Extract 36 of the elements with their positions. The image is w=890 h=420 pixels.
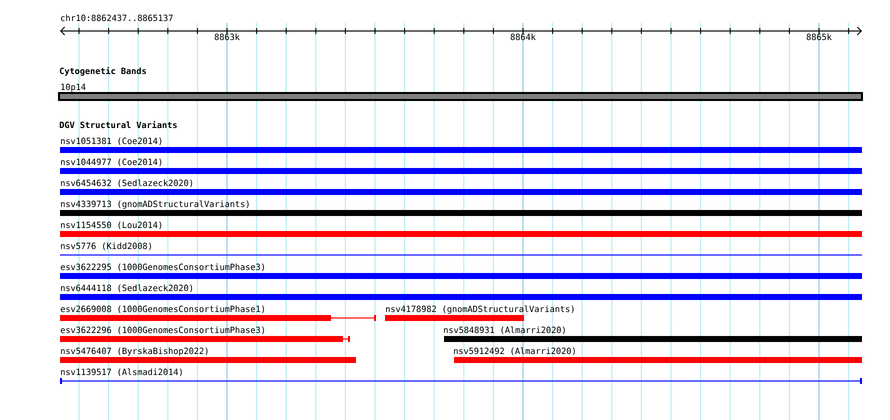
node-label: nsv6454632 (Sedlazeck2020) (61, 179, 192, 188)
variant-feature: nsv4178982 (gnomADStructuralVariants) (385, 305, 574, 321)
track-title: DGV Structural Variants (60, 121, 177, 128)
tick-label: 8863k (214, 34, 240, 40)
variant-feature: nsv6444118 (Sedlazeck2020) (60, 284, 862, 300)
node-label: nsv4178982 (gnomADStructuralVariants) (386, 305, 574, 314)
node-label: nsv5476407 (ByrskaBishop2022) (61, 348, 208, 356)
variant-feature: nsv5476407 (ByrskaBishop2022) (60, 348, 356, 363)
variant-feature: nsv1139517 (Alsmadi2014) (60, 368, 862, 384)
variant-feature: nsv5776 (Kidd2008) (60, 242, 862, 256)
variant-feature: nsv4339713 (gnomADStructuralVariants) (60, 200, 862, 216)
variant-feature: nsv5848931 (Almarri2020) (444, 326, 862, 342)
node-label: nsv4339713 (gnomADStructuralVariants) (61, 200, 249, 209)
node-label: esv3622296 (1000GenomesConsortiumPhase3) (60, 326, 264, 334)
variant-feature: nsv6454632 (Sedlazeck2020) (60, 179, 862, 195)
tick-label: 8864k (510, 34, 536, 40)
node-label: nsv1044977 (Coe2014) (61, 158, 162, 166)
node-label: esv3622295 (1000GenomesConsortiumPhase3) (60, 264, 264, 272)
node-label: nsv5848931 (Almarri2020) (444, 326, 565, 334)
variant-feature: nsv5912492 (Almarri2020) (454, 347, 862, 363)
region-label: chr10:8862437..8865137 (61, 14, 173, 22)
variant-feature: esv3622296 (1000GenomesConsortiumPhase3) (60, 326, 350, 342)
cytoband-bar: 10p14 (58, 84, 863, 101)
variant-feature: nsv1051381 (Coe2014) (60, 138, 862, 153)
tick-label: 8865k (806, 34, 832, 40)
node-label: nsv1154550 (Lou2014) (61, 222, 162, 230)
variant-feature: nsv1044977 (Coe2014) (60, 158, 862, 174)
node-label: nsv1051381 (Coe2014) (61, 138, 162, 146)
node-label: nsv5912492 (Almarri2020) (454, 347, 575, 356)
track-title: Cytogenetic Bands (60, 67, 146, 76)
node-label: nsv6444118 (Sedlazeck2020) (61, 284, 192, 292)
node-label: 10p14 (61, 84, 86, 92)
variant-feature: esv3622295 (1000GenomesConsortiumPhase3) (60, 264, 862, 279)
variant-feature: esv2669008 (1000GenomesConsortiumPhase1) (60, 306, 376, 321)
variant-feature: nsv1154550 (Lou2014) (60, 222, 862, 237)
node-label: esv2669008 (1000GenomesConsortiumPhase1) (60, 306, 264, 314)
